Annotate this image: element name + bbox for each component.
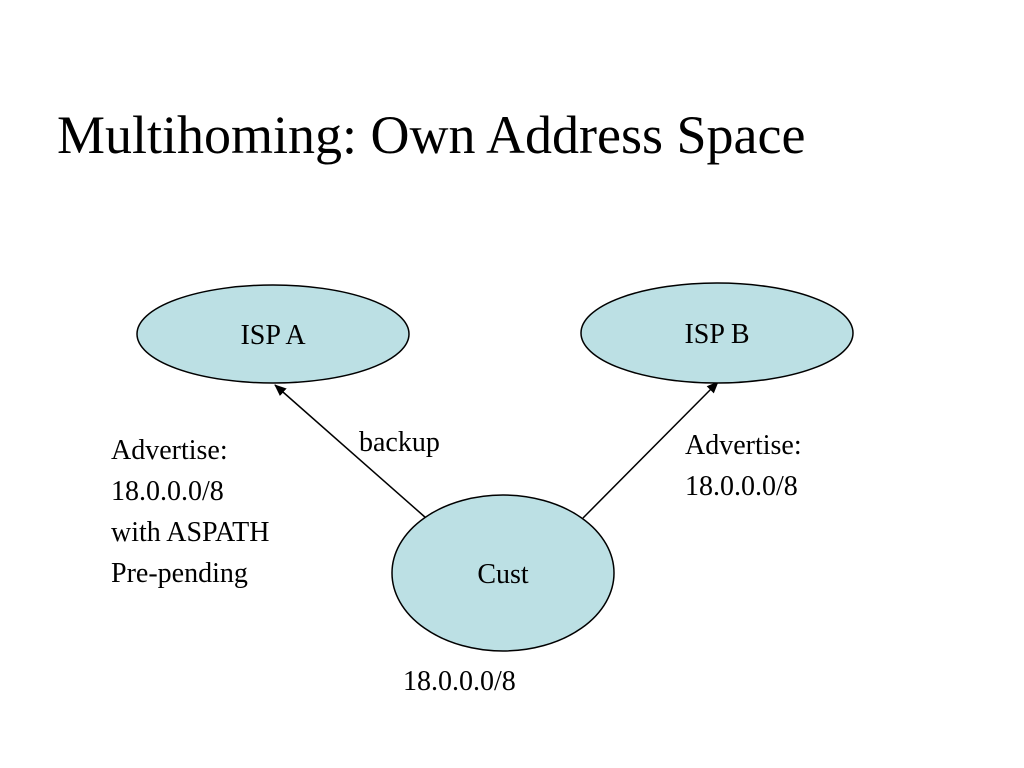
node-cust: Cust: [391, 494, 615, 652]
node-cust-label: Cust: [477, 559, 529, 590]
edge-cust-to-isp-b: [582, 381, 719, 519]
note-line: 18.0.0.0/8: [111, 476, 224, 507]
edge-backup-label: backup: [359, 427, 440, 458]
node-isp-b: ISP B: [580, 282, 854, 384]
note-line: Pre-pending: [111, 558, 248, 589]
isp-b-advertise-note: Advertise: 18.0.0.0/8: [685, 425, 802, 507]
isp-a-advertise-note: Advertise: 18.0.0.0/8 with ASPATH Pre-pe…: [111, 430, 269, 594]
node-isp-b-shape: [580, 282, 854, 384]
note-line: with ASPATH: [111, 517, 270, 548]
note-line: Advertise:: [111, 435, 228, 466]
note-line: 18.0.0.0/8: [685, 471, 798, 502]
node-isp-a-label: ISP A: [240, 320, 306, 351]
node-isp-a-shape: [136, 284, 410, 384]
cust-prefix-label: 18.0.0.0/8: [403, 666, 516, 697]
node-isp-b-label: ISP B: [684, 319, 749, 350]
slide-title: Multihoming: Own Address Space: [57, 105, 806, 165]
edge-cust-to-isp-a: [274, 384, 427, 519]
note-line: Advertise:: [685, 430, 802, 461]
node-isp-a: ISP A: [136, 284, 410, 384]
node-cust-shape: [391, 494, 615, 652]
